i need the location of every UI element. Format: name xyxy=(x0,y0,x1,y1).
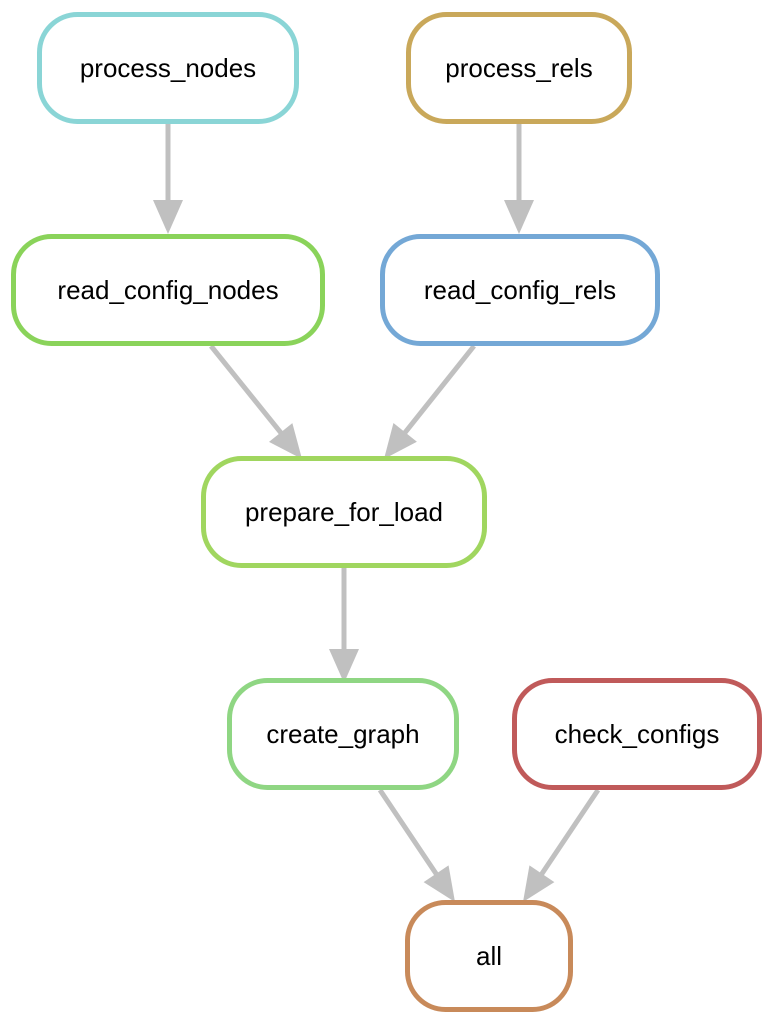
edge-check_configs-to-all xyxy=(523,788,601,902)
edge-line xyxy=(401,344,476,436)
edge-create_graph-to-all xyxy=(377,788,455,902)
node-read_config_rels: read_config_rels xyxy=(380,234,660,346)
arrowhead-icon xyxy=(504,200,534,234)
node-label: process_nodes xyxy=(80,53,256,83)
edge-line xyxy=(209,344,284,436)
node-prepare_for_load: prepare_for_load xyxy=(201,456,487,568)
edge-prepare_for_load-to-create_graph xyxy=(329,568,359,683)
node-process_nodes: process_nodes xyxy=(37,12,299,124)
node-label: process_rels xyxy=(445,53,592,83)
edge-read_config_rels-to-prepare_for_load xyxy=(384,344,476,459)
node-all: all xyxy=(405,900,573,1012)
nodes-layer: process_nodes process_rels read_config_nod… xyxy=(11,12,762,1012)
edge-process_nodes-to-read_config_nodes xyxy=(153,124,183,234)
arrowhead-icon xyxy=(329,649,359,683)
edge-line xyxy=(538,788,601,877)
node-label: create_graph xyxy=(266,719,419,749)
node-label: all xyxy=(476,941,502,971)
node-create_graph: create_graph xyxy=(227,678,459,790)
node-box xyxy=(512,678,762,790)
node-box xyxy=(227,678,459,790)
node-label: read_config_rels xyxy=(424,275,616,305)
node-box xyxy=(405,900,573,1012)
node-read_config_nodes: read_config_nodes xyxy=(11,234,325,346)
node-check_configs: check_configs xyxy=(512,678,762,790)
node-box xyxy=(406,12,632,124)
node-box xyxy=(37,12,299,124)
arrowhead-icon xyxy=(423,865,455,902)
node-label: read_config_nodes xyxy=(57,275,278,305)
node-process_rels: process_rels xyxy=(406,12,632,124)
arrowhead-icon xyxy=(153,200,183,234)
arrowhead-icon xyxy=(384,423,417,459)
arrowhead-icon xyxy=(268,423,302,459)
edge-read_config_nodes-to-prepare_for_load xyxy=(209,344,302,459)
edges-layer xyxy=(153,124,601,902)
edge-line xyxy=(377,788,440,877)
edge-process_rels-to-read_config_rels xyxy=(504,124,534,234)
node-box xyxy=(380,234,660,346)
node-label: check_configs xyxy=(555,719,720,749)
node-box xyxy=(11,234,325,346)
node-box xyxy=(201,456,487,568)
node-label: prepare_for_load xyxy=(245,497,443,527)
arrowhead-icon xyxy=(523,865,555,902)
